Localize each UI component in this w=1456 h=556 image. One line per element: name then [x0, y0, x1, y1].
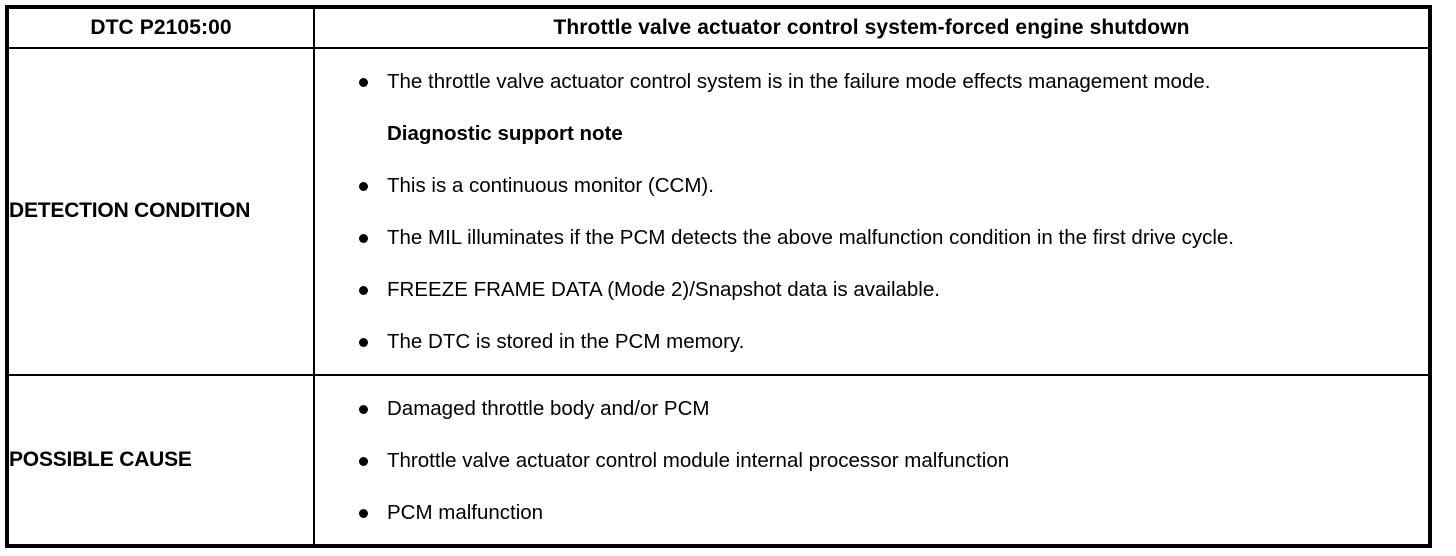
dtc-title-cell: Throttle valve actuator control system-f… [313, 6, 1431, 49]
list-item: The MIL illuminates if the PCM detects t… [355, 224, 1412, 251]
list-item: Damaged throttle body and/or PCM [355, 395, 1412, 422]
dtc-code-cell: DTC P2105:00 [6, 6, 315, 49]
table-header-row: DTC P2105:00 Throttle valve actuator con… [6, 6, 1431, 49]
list-item: FREEZE FRAME DATA (Mode 2)/Snapshot data… [355, 276, 1412, 303]
possible-cause-row: POSSIBLE CAUSE Damaged throttle body and… [6, 373, 1431, 548]
dtc-diagnostic-table: DTC P2105:00 Throttle valve actuator con… [5, 5, 1432, 548]
possible-cause-content: Damaged throttle body and/or PCM Throttl… [313, 373, 1431, 548]
detection-condition-list: The throttle valve actuator control syst… [355, 68, 1412, 355]
possible-cause-list: Damaged throttle body and/or PCM Throttl… [355, 395, 1412, 526]
detection-condition-label: DETECTION CONDITION [6, 47, 315, 376]
list-item: This is a continuous monitor (CCM). [355, 172, 1412, 199]
detection-condition-row: DETECTION CONDITION The throttle valve a… [6, 47, 1431, 376]
diagnostic-support-note-heading: Diagnostic support note [387, 121, 623, 145]
list-item: The throttle valve actuator control syst… [355, 68, 1412, 95]
list-item: PCM malfunction [355, 499, 1412, 526]
list-item: The DTC is stored in the PCM memory. [355, 328, 1412, 355]
dtc-table-sheet: DTC P2105:00 Throttle valve actuator con… [5, 5, 1432, 548]
possible-cause-label: POSSIBLE CAUSE [6, 373, 315, 548]
detection-condition-content: The throttle valve actuator control syst… [313, 47, 1431, 376]
list-item: Throttle valve actuator control module i… [355, 447, 1412, 474]
